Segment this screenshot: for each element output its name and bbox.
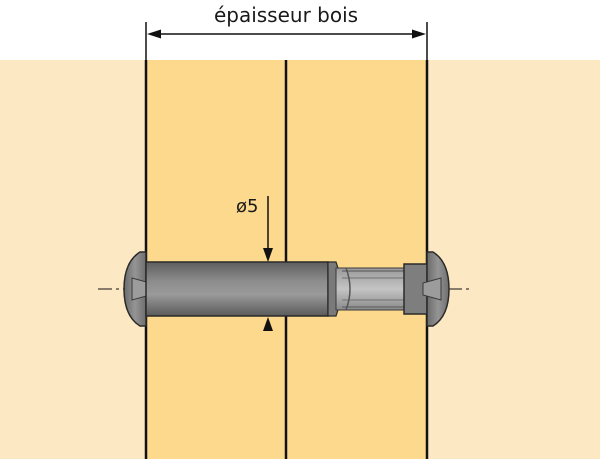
bolt-shaft (145, 261, 329, 317)
diameter-arrow-top (263, 248, 273, 262)
screwdriver-slot-right (422, 277, 442, 301)
diameter-arrow-bottom (263, 317, 273, 331)
thickness-label: épaisseur bois (214, 3, 358, 27)
outer-wood-right (427, 60, 600, 459)
thread-section (335, 267, 409, 311)
diameter-label: ø5 (236, 196, 258, 217)
thread-end-curve (345, 267, 351, 311)
outer-wood-left (0, 60, 146, 459)
wood-board-left (146, 60, 286, 459)
dimension-arrow-left (147, 29, 161, 39)
dimension-arrow-right (412, 29, 426, 39)
wood-board-right (286, 60, 427, 459)
